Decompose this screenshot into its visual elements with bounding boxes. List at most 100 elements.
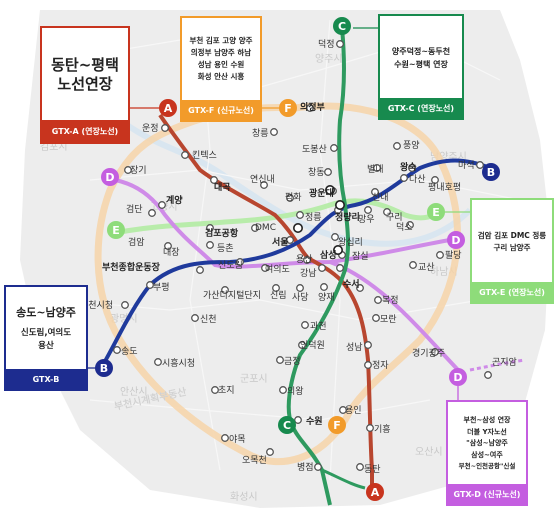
- station-label-bucheon: 부천종합운동장: [102, 261, 161, 273]
- callout-a-title-1: 동탄~평택: [51, 56, 119, 74]
- callout-d-line-2: 더블 Y자노선: [467, 427, 507, 436]
- badge-d-right: D: [447, 231, 465, 249]
- callout-gtx-a: 동탄~평택 노선연장 GTX-A (연장노선): [40, 26, 130, 144]
- callout-b-title: 송도~남양주: [16, 306, 76, 319]
- callout-gtx-b: 송도~남양주 신도림,여의도 용산 GTX-B: [4, 285, 88, 391]
- svg-text:F: F: [284, 102, 292, 115]
- station-label-kintex: 킨텍스: [192, 150, 217, 161]
- station-label-deungchon: 등촌: [217, 243, 234, 254]
- callout-d-footer: GTX-D (신규노선): [448, 484, 526, 504]
- station-label-uiwang: 의왕: [287, 386, 304, 397]
- station-label-sindorim: 신도림: [218, 259, 243, 271]
- station-label-daegok: 대곡: [214, 181, 231, 193]
- callout-f-footer: GTX-F (신규노선): [182, 100, 260, 120]
- badge-e-right: E: [427, 203, 445, 221]
- station-label-yongsan: 용산: [296, 254, 313, 265]
- badge-b-right: B: [482, 163, 500, 181]
- badge-f-top: F: [279, 99, 297, 117]
- callout-d-line-5: 부천~인천공항"신설: [458, 462, 516, 471]
- callout-d-line-3: "삼성~남양주: [466, 439, 508, 448]
- station-label-yeonsinnae: 연신내: [250, 174, 275, 185]
- callout-d-line-4: 삼성~여주: [471, 450, 503, 459]
- station-label-pyeonghwa: 평화: [285, 192, 302, 203]
- badge-b-left: B: [95, 359, 113, 377]
- station-label-samseong: 삼성: [320, 249, 337, 261]
- callout-b-sub-2: 용산: [38, 341, 54, 351]
- station-label-gimpo-airport: 김포공항: [205, 227, 239, 239]
- badge-c-top: C: [333, 17, 351, 35]
- station-label-indeogwon: 인덕원: [300, 340, 325, 351]
- station-label-maseok: 마석: [458, 160, 475, 171]
- callout-gtx-e: 검암 김포 DMC 정릉 구리 남양주 GTX-E (연장노선): [470, 198, 554, 304]
- station-label-seoul: 서울: [272, 236, 289, 248]
- gtx-e-line: [119, 198, 442, 235]
- station-label-byeollae: 별내: [367, 164, 384, 175]
- station-label-gonjiam: 곤지암: [492, 356, 517, 368]
- svg-text:C: C: [338, 20, 346, 33]
- station-label-seongnam: 성남: [346, 342, 363, 353]
- station-label-dongtan: 동탄: [364, 464, 381, 475]
- station-label-yongin: 용인: [345, 405, 362, 416]
- station-label-gyeyang: 계양: [166, 194, 183, 206]
- station-label-sinnae: 신내: [372, 192, 389, 203]
- station-label-gyeonggi-gwangju: 경기광주: [412, 347, 445, 359]
- station-label-janggi: 장기: [130, 165, 147, 176]
- station-label-gwangunde: 광운대: [309, 187, 334, 199]
- region-label-gunpo: 군포시: [240, 373, 268, 385]
- major-stations: [292, 185, 345, 256]
- station-label-dukjeong: 덕정: [318, 39, 335, 50]
- station-label-songdo: 송도: [121, 346, 138, 357]
- station-label-jeongja: 정자: [372, 360, 389, 371]
- svg-text:E: E: [112, 224, 120, 237]
- station-label-dobongsan: 도봉산: [302, 144, 327, 155]
- callout-c-line-2: 수원~평택 연장: [394, 60, 448, 69]
- station-label-pyeongnae: 평내호평: [428, 182, 461, 193]
- station-label-yangjae: 양재: [318, 292, 335, 303]
- callout-d-line-1: 부천~삼성 연장: [463, 416, 511, 425]
- station-label-ayak: 야목: [229, 434, 246, 445]
- station-label-uijeongbu: 의정부: [300, 101, 325, 113]
- region-label-gimpo: 김포시: [40, 141, 68, 153]
- badge-f-bottom: F: [328, 416, 346, 434]
- region-label-yangju: 양주시: [315, 53, 343, 65]
- badge-c-bottom: C: [278, 416, 296, 434]
- station-label-bokjeong: 복정: [382, 295, 399, 306]
- station-label-pungyang: 풍양: [403, 140, 420, 151]
- station-label-suseo: 수서: [343, 278, 360, 290]
- station-label-siheung: 시흥시청: [162, 357, 195, 369]
- callout-e-footer: GTX-E (연장노선): [472, 282, 552, 302]
- region-label-hwaseong: 화성시: [230, 491, 258, 503]
- gtx-c-branch: [321, 468, 366, 490]
- region-label-ansan: 안산시: [120, 386, 148, 398]
- callout-a-title-2: 노선연장: [57, 75, 113, 93]
- callout-e-line-1: 검암 김포 DMC 정릉: [477, 231, 547, 240]
- station-label-daejang: 대장: [163, 247, 180, 258]
- badge-e-left: E: [107, 221, 125, 239]
- svg-text:B: B: [487, 166, 495, 179]
- callout-f-line-2: 의정부 남양주 하남: [190, 48, 252, 57]
- callout-f-line-1: 부천 김포 고양 양주: [189, 36, 253, 45]
- station-label-jeongneung: 정릉: [305, 212, 322, 223]
- station-label-changneung: 창릉: [252, 128, 269, 139]
- station-label-incheon-cityhall: 인천시청: [80, 300, 113, 311]
- gtx-d-branch-yeoju: [329, 260, 462, 374]
- station-label-changdong: 창동: [308, 167, 325, 178]
- callout-c-line-1: 양주덕정~동두천: [391, 47, 451, 56]
- station-label-omokcheon: 오목천: [242, 455, 267, 466]
- gtx-f-loop: [94, 102, 461, 465]
- badge-d-left: D: [101, 168, 119, 186]
- station-label-gangnam: 강남: [300, 268, 317, 279]
- badge-d-bottom: D: [449, 368, 467, 386]
- badge-a-bottom: A: [366, 483, 384, 501]
- station-label-dmc: DMC: [255, 223, 276, 233]
- svg-text:B: B: [100, 362, 108, 375]
- station-label-gyosan: 교산: [418, 262, 435, 273]
- svg-text:A: A: [371, 486, 380, 499]
- svg-text:E: E: [432, 206, 440, 219]
- station-label-gasan: 가산디지털단지: [203, 289, 261, 301]
- station-label-wangsimni: 왕십리: [338, 237, 363, 248]
- svg-text:A: A: [164, 102, 173, 115]
- station-label-gwacheon: 과천: [310, 321, 327, 332]
